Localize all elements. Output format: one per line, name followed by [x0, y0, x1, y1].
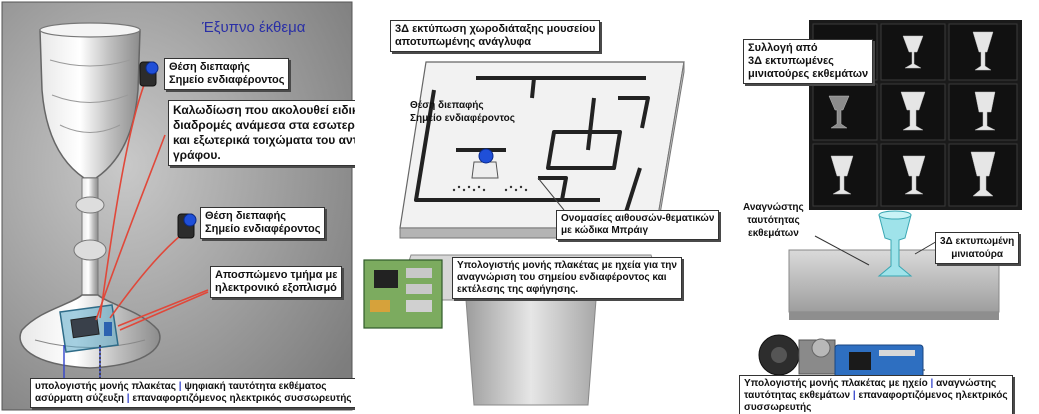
footer-item: επαναφορτιζόμενος ηλεκτρικός: [858, 390, 1008, 401]
callout-line: διαδρομές ανάμεσα στα εσωτερικά: [173, 118, 355, 132]
callout-line: Σημείο ενδιαφέροντος: [169, 74, 285, 86]
footer-item: αναγνώστης: [936, 378, 997, 389]
callout-3d-print-layout: 3Δ εκτύπωση χωροδιάταξης μουσείου αποτυπ…: [390, 20, 601, 52]
callout-single-board-computer: Υπολογιστής μονής πλακέτας με ηχεία για …: [452, 257, 682, 299]
footer-item: ψηφιακή ταυτότητα εκθέματος: [184, 381, 327, 392]
callout-wiring: Καλωδίωση που ακολουθεί ειδικές διαδρομέ…: [168, 100, 355, 166]
callout-line: Σημείο ενδιαφέροντος: [205, 223, 321, 235]
callout-line: 3Δ εκτύπωση χωροδιάταξης μουσείου: [395, 23, 596, 35]
callout-interface-point-top: Θέση διεπαφής Σημείο ενδιαφέροντος: [164, 58, 290, 90]
callout-line: Συλλογή από: [748, 42, 818, 54]
callout-line: Θέση διεπαφής: [410, 100, 484, 111]
callout-line: Θέση διεπαφής: [205, 210, 286, 222]
interface-point-bottom: [177, 213, 197, 239]
callout-line: Καλωδίωση που ακολουθεί ειδικές: [173, 103, 355, 117]
callout-electronics-summary: Υπολογιστής μονής πλακέτας με ηχείο | αν…: [739, 375, 1013, 414]
callout-line: 3Δ εκτυπωμένη: [940, 236, 1015, 247]
separator: |: [126, 393, 130, 404]
callout-removable-part: Αποσπώμενο τμήμα με ηλεκτρονικό εξοπλισμ…: [210, 266, 343, 298]
callout-line: Αναγνώστης: [743, 202, 804, 213]
callout-line: Σημείο ενδιαφέροντος: [410, 113, 515, 124]
callout-electronics-summary: υπολογιστής μονής πλακέτας | ψηφιακή ταυ…: [30, 378, 355, 408]
miniature-grid: [809, 20, 1022, 210]
footer-item: Υπολογιστής μονής πλακέτας με ηχείο: [744, 378, 928, 389]
panel-miniature-collection: Συλλογή από 3Δ εκτυπωμένες μινιατούρες ε…: [729, 0, 1039, 414]
electronics-box: [59, 304, 119, 353]
callout-line: εκθεμάτων: [747, 228, 799, 239]
single-board-computer: [363, 259, 443, 329]
tactile-map-board: [399, 61, 685, 239]
panel-tactile-map: 3Δ εκτύπωση χωροδιάταξης μουσείου αποτυπ…: [356, 0, 728, 414]
separator: |: [852, 390, 856, 401]
callout-line: μινιατούρες εκθεμάτων: [748, 68, 869, 80]
footer-pointer-lines: [63, 345, 101, 384]
separator: |: [178, 381, 182, 392]
callout-line: και εξωτερικά τοιχώματα του αντι-: [173, 133, 355, 147]
electronics-parts: [758, 334, 924, 380]
callout-line: Θέση διεπαφής: [169, 61, 250, 73]
callout-line: με κώδικα Μπράιγ: [561, 225, 649, 236]
callout-line: ηλεκτρονικό εξοπλισμό: [215, 282, 337, 294]
interface-point: [471, 148, 499, 179]
footer-item: συσσωρευτής: [744, 402, 812, 413]
pointer-lines: [537, 177, 565, 211]
callout-interface-point: Θέση διεπαφής Σημείο ενδιαφέροντος: [406, 97, 519, 127]
callout-line: γράφου.: [173, 148, 221, 162]
footer-item: υπολογιστής μονής πλακέτας: [35, 381, 176, 392]
callout-interface-point-bottom: Θέση διεπαφής Σημείο ενδιαφέροντος: [200, 207, 326, 239]
footer-item: ασύρματη σύζευξη: [35, 393, 125, 404]
exhibit-title: Έξυπνο έκθεμα: [202, 19, 306, 36]
callout-line: Αποσπώμενο τμήμα με: [215, 269, 338, 281]
callout-line: εκτέλεσης της αφήγησης.: [457, 284, 579, 295]
callout-line: αποτυπωμένης ανάγλυφα: [395, 36, 532, 48]
callout-id-reader: Αναγνώστης ταυτότητας εκθεμάτων: [739, 199, 808, 242]
printed-miniature: [877, 210, 913, 277]
separator: |: [930, 378, 934, 389]
footer-item: επαναφορτιζόμενος ηλεκτρικός συσσωρευτής: [132, 393, 352, 404]
callout-line: Υπολογιστής μονής πλακέτας με ηχεία για …: [457, 260, 677, 271]
tactile-map-illustration: [363, 61, 685, 406]
callout-line: αναγνώριση του σημείου ενδιαφέροντος και: [457, 272, 667, 283]
chalice-illustration: [19, 22, 161, 369]
callout-printed-miniature: 3Δ εκτυπωμένη μινιατούρα: [935, 232, 1020, 264]
callout-line: μινιατούρα: [951, 249, 1004, 260]
interface-point-top: [139, 61, 159, 87]
callout-miniature-collection: Συλλογή από 3Δ εκτυπωμένες μινιατούρες ε…: [743, 39, 874, 84]
panel-smart-exhibit: Έξυπνο έκθεμα Θέση διεπαφής Σημείο ενδια…: [0, 0, 355, 414]
display-table: [788, 249, 1000, 320]
callout-line: ταυτότητας: [747, 215, 800, 226]
callout-line: Ονομασίες αιθουσών-θεματικών: [561, 213, 715, 224]
callout-braille-names: Ονομασίες αιθουσών-θεματικών με κώδικα Μ…: [556, 210, 720, 240]
callout-line: 3Δ εκτυπωμένες: [748, 55, 834, 67]
footer-item: ταυτότητας εκθεμάτων: [744, 390, 851, 401]
